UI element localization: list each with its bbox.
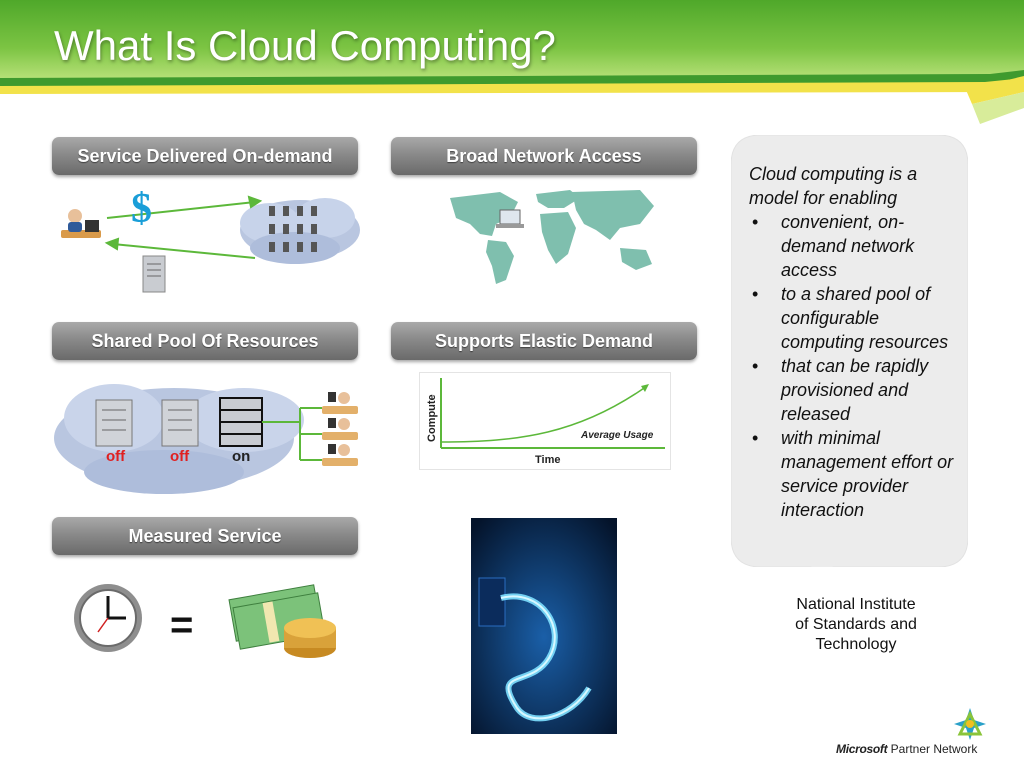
elastic-heading: Supports Elastic Demand <box>391 322 697 360</box>
corner-swoosh <box>966 76 1024 124</box>
list-item: with minimal management effort or servic… <box>749 426 959 522</box>
curve-label: Average Usage <box>580 430 654 441</box>
laptop-icon <box>496 209 524 228</box>
server-tower-icon <box>142 255 166 293</box>
outlet-icon <box>478 577 506 627</box>
list-item: to a shared pool of configurable computi… <box>749 282 959 354</box>
source-line: Technology <box>815 636 897 653</box>
users-icon <box>322 392 358 466</box>
elastic-demand-chart: Compute Time Average Usage <box>419 372 671 470</box>
source-attribution: National Institute of Standards and Tech… <box>760 595 952 655</box>
slide-header: What Is Cloud Computing? <box>0 0 1024 96</box>
server-1-state: off <box>106 448 126 465</box>
server-off-2-icon <box>161 399 199 447</box>
chart-ylabel: Compute <box>426 394 438 442</box>
definition-intro: Cloud computing is a model for enabling <box>749 164 918 208</box>
on-demand-heading: Service Delivered On-demand <box>52 137 358 175</box>
connection-lines-icon <box>262 407 322 461</box>
user-at-desk-icon <box>61 209 101 238</box>
measured-heading: Measured Service <box>52 517 358 555</box>
header-banner <box>0 0 1024 94</box>
coins-icon <box>284 618 336 658</box>
server-grid-icon <box>269 206 317 252</box>
clock-icon <box>74 584 142 652</box>
partner-network-logo-icon <box>954 708 986 740</box>
server-off-1-icon <box>95 399 133 447</box>
equals-sign: = <box>170 603 194 647</box>
money-icon <box>228 584 336 658</box>
pool-heading: Shared Pool Of Resources <box>52 322 358 360</box>
fiber-optic-photo <box>471 518 617 734</box>
on-demand-illustration: $ <box>61 186 360 293</box>
list-item: that can be rapidly provisioned and rele… <box>749 354 959 426</box>
server-3-state: on <box>232 448 251 465</box>
microsoft-partner-network-logo: Microsoft Partner Network <box>836 742 977 756</box>
network-heading: Broad Network Access <box>391 137 697 175</box>
shared-pool-illustration <box>54 384 358 494</box>
brand-suffix: Partner Network <box>890 742 978 756</box>
source-line: National Institute <box>796 596 916 613</box>
source-line: of Standards and <box>795 616 917 633</box>
usage-curve <box>440 385 648 443</box>
definition-text: Cloud computing is a model for enabling … <box>749 162 959 522</box>
list-item: convenient, on-demand network access <box>749 210 959 282</box>
curve-arrow-icon <box>641 384 649 392</box>
server-2-state: off <box>170 448 190 465</box>
response-arrow-icon <box>104 237 256 259</box>
dollar-icon: $ <box>131 186 152 232</box>
definition-list: convenient, on-demand network access to … <box>749 210 959 522</box>
request-arrow-icon <box>106 195 263 219</box>
world-map-icon <box>450 190 654 284</box>
brand-name: Microsoft <box>836 742 888 756</box>
slide-title: What Is Cloud Computing? <box>54 22 556 69</box>
chart-xlabel: Time <box>535 454 560 466</box>
server-on-icon <box>219 397 263 447</box>
